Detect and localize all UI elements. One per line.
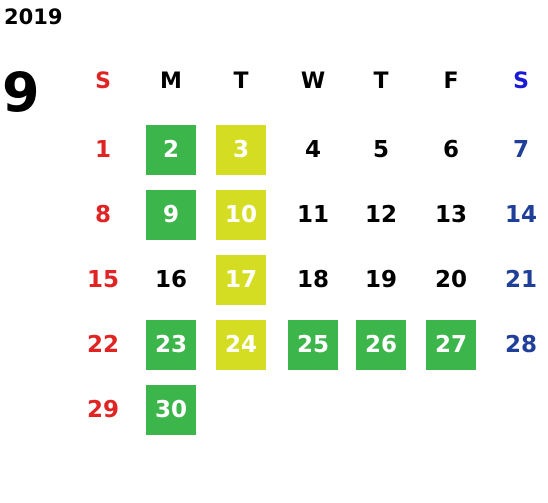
day-cell: 27	[426, 320, 476, 370]
day-cell: 24	[216, 320, 266, 370]
day-cell: 26	[356, 320, 406, 370]
day-cell: 23	[146, 320, 196, 370]
day-cell: 3	[216, 125, 266, 175]
day-cell: 22	[86, 332, 119, 358]
day-cell: 25	[288, 320, 338, 370]
day-cell: 12	[364, 202, 397, 228]
day-cell: 20	[434, 267, 467, 293]
day-cell: 11	[296, 202, 329, 228]
day-cell: 30	[146, 385, 196, 435]
day-cell: 28	[504, 332, 537, 358]
weekday-label: F	[443, 69, 459, 94]
day-cell: 14	[504, 202, 537, 228]
weekday-label: S	[513, 69, 529, 94]
day-cell: 15	[86, 267, 119, 293]
calendar-year: 2019	[4, 5, 63, 29]
day-cell: 7	[512, 137, 529, 163]
day-cell: 6	[442, 137, 459, 163]
day-cell: 17	[216, 255, 266, 305]
weekday-label: M	[160, 69, 182, 94]
day-cell: 10	[216, 190, 266, 240]
calendar-month: 9	[2, 61, 40, 124]
day-cell: 1	[94, 137, 111, 163]
weekday-label: T	[373, 69, 389, 94]
day-cell: 9	[146, 190, 196, 240]
weekday-label: S	[95, 69, 111, 94]
day-cell: 8	[94, 202, 111, 228]
day-cell: 21	[504, 267, 537, 293]
day-cell: 2	[146, 125, 196, 175]
weekday-label: W	[300, 69, 326, 94]
day-cell: 29	[86, 397, 119, 423]
day-cell: 5	[372, 137, 389, 163]
day-cell: 4	[304, 137, 321, 163]
weekday-label: T	[233, 69, 249, 94]
day-cell: 18	[296, 267, 329, 293]
day-cell: 16	[154, 267, 187, 293]
day-cell: 19	[364, 267, 397, 293]
day-cell: 13	[434, 202, 467, 228]
